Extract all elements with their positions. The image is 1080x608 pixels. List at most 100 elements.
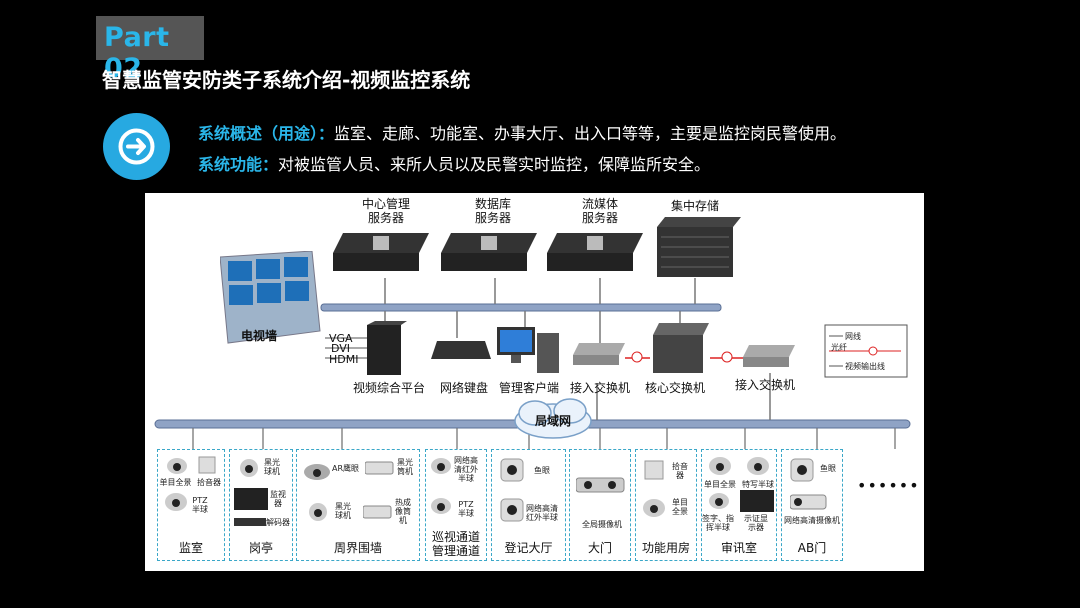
zone-function-room: 拾音 器 单目 全景 功能用房 [635, 449, 697, 561]
bullet-camera-icon [365, 461, 394, 475]
zone-name: AB门 [797, 541, 827, 555]
port-vga: VGA [329, 332, 353, 345]
part-badge-label: Part 02 [104, 22, 170, 84]
zone-name: 功能用房 [641, 541, 690, 555]
zone-item-label: 全局摄像机 [582, 520, 622, 529]
zone-name: 大门 [587, 541, 612, 555]
zone-item-label: 热成 像筒 机 [395, 498, 411, 525]
zone-name: 巡视通道 管理通道 [431, 530, 480, 558]
tv-wall-icon [220, 251, 321, 344]
more-ellipsis: •••••• [857, 476, 920, 495]
fisheye-camera-icon [790, 458, 814, 482]
microphone-icon [198, 456, 216, 474]
dome-camera-icon [747, 457, 769, 475]
dome-camera-icon [500, 498, 524, 522]
lan-label: 局域网 [535, 414, 572, 428]
dome-camera-icon [709, 493, 729, 509]
switch-icon [743, 345, 795, 367]
zone-item-label: 监视 器 [270, 490, 286, 508]
function-line: 系统功能：对被监管人员、来所人员以及民警实时监控，保障监所安全。 [198, 151, 710, 175]
dome-camera-icon [709, 457, 731, 475]
dome-camera-icon [431, 458, 451, 474]
dome-camera-icon [431, 498, 451, 514]
bullet-camera-icon [790, 494, 827, 510]
switch-icon [573, 343, 625, 365]
device-label-access-switch-1: 接入交换机 [570, 381, 631, 395]
legend-network-cable: 网线 [845, 332, 861, 341]
zone-item-label: 特写半球 [742, 480, 774, 489]
zone-patrol-corridor: 网络高 清红外 半球 PTZ 半球 巡视通道 管理通道 [425, 449, 487, 561]
zone-item-label: 单目全景 [159, 478, 192, 487]
zone-name: 审讯室 [720, 541, 757, 555]
function-text: 对被监管人员、来所人员以及民警实时监控，保障监所安全。 [278, 155, 711, 174]
fisheye-camera-icon [500, 458, 524, 482]
zone-item-label: 拾音器 [197, 478, 221, 487]
port-hdmi: HDMI [329, 353, 359, 366]
rack-server-icon [333, 233, 429, 271]
zone-main-gate: 全局摄像机 大门 [569, 449, 631, 561]
ptz-camera-icon [309, 503, 327, 521]
zone-name: 登记大厅 [504, 541, 553, 555]
legend-video-out: 视频输出线 [845, 362, 885, 371]
server-label-streaming: 流媒体 服务器 [581, 197, 618, 225]
zone-item-label: PTZ 半球 [458, 500, 474, 518]
display-icon [740, 490, 774, 512]
zone-name: 监室 [178, 541, 203, 555]
dome-camera-icon [165, 493, 187, 511]
zone-item-label: 示证显 示器 [744, 514, 768, 532]
function-label: 系统功能： [198, 155, 279, 174]
zone-item-label: 鱼眼 [534, 466, 550, 475]
arrow-circle-icon [103, 113, 170, 180]
overview-text: 监室、走廊、功能室、办事大厅、出入口等等，主要是监控岗民警使用。 [334, 124, 847, 143]
rack-server-icon [547, 233, 643, 271]
server-label-storage: 集中存储 [670, 199, 719, 213]
video-platform-icon [367, 321, 407, 375]
thermal-camera-icon [363, 505, 392, 519]
eagle-eye-camera-icon [304, 464, 330, 480]
microphone-icon [644, 460, 664, 480]
device-label-keyboard: 网络键盘 [440, 381, 489, 395]
device-label-video-platform: 视频综合平台 [353, 381, 426, 395]
overview-label: 系统概述（用途）： [198, 124, 335, 143]
zone-item-label: 黑光 球机 [264, 458, 280, 476]
decoder-icon [234, 518, 266, 526]
zone-item-label: 拾音 器 [672, 462, 688, 480]
zone-item-label: 单目 全景 [672, 498, 688, 516]
desktop-pc-icon [497, 327, 559, 373]
zone-cell: 单目全景 拾音器 PTZ 半球 监室 [157, 449, 225, 561]
tv-wall-label: 电视墙 [241, 329, 278, 343]
zone-item-label: PTZ 半球 [192, 496, 208, 514]
storage-array-icon [657, 217, 741, 277]
zone-item-label: AR鹰眼 [332, 464, 360, 473]
zone-ab-door: 鱼眼 网络高清摄像机 AB门 [781, 449, 843, 561]
zone-name: 周界围墙 [333, 541, 382, 555]
zone-item-label: 黑光 筒机 [397, 458, 413, 476]
zone-item-label: 签字、指 挥半球 [702, 514, 734, 532]
zone-item-label: 黑光 球机 [335, 502, 351, 520]
keyboard-icon [431, 341, 491, 359]
panoramic-camera-icon [576, 477, 625, 493]
ptz-camera-icon [240, 459, 258, 477]
monitor-icon [234, 488, 268, 510]
dome-camera-icon [167, 458, 187, 474]
device-label-client: 管理客户端 [499, 381, 560, 395]
rack-server-icon [441, 233, 537, 271]
zone-item-label: 解码器 [266, 518, 290, 527]
network-diagram: 中心管理 服务器 数据库 服务器 流媒体 服务器 集中存储 电视墙 VGA DV… [145, 193, 924, 571]
device-label-core-switch: 核心交换机 [645, 381, 706, 395]
zone-item-label: 网络高清 红外半球 [526, 504, 558, 522]
part-badge: Part 02 [96, 16, 204, 84]
zone-perimeter: AR鹰眼 黑光 筒机 黑光 球机 热成 像筒 机 周界围墙 [296, 449, 420, 561]
zone-interrogation-room: 单目全景 特写半球 签字、指 挥半球 示证显 示器 审讯室 [701, 449, 777, 561]
server-label-database: 数据库 服务器 [474, 197, 511, 225]
core-switch-icon [653, 323, 709, 373]
zone-item-label: 单目全景 [704, 480, 736, 489]
legend-fiber: 光纤 [831, 343, 847, 352]
page-title: 智慧监管安防类子系统介绍-视频监控系统 [102, 68, 471, 92]
zone-item-label: 网络高清摄像机 [784, 516, 840, 525]
dome-camera-icon [643, 499, 665, 517]
device-label-access-switch-2: 接入交换机 [735, 378, 796, 392]
zone-guard-post: 黑光 球机 监视 器 解码器 岗亭 [229, 449, 293, 561]
diagram-lines [154, 278, 911, 449]
zone-item-label: 网络高 清红外 半球 [454, 456, 478, 483]
